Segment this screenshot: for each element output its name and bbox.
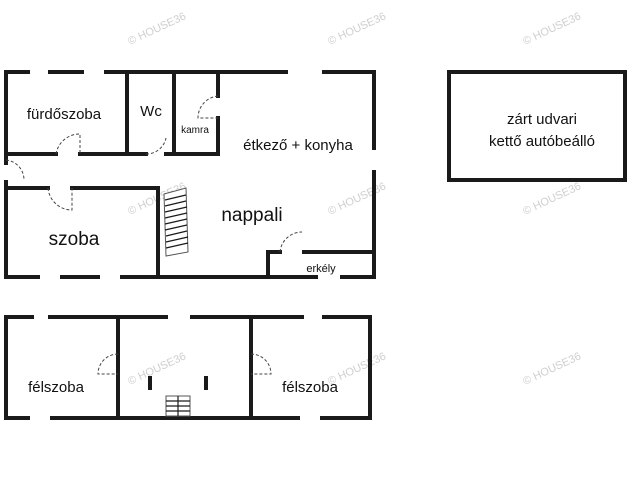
room-label-felszoba-left: félszoba xyxy=(28,379,85,396)
outer-wall xyxy=(4,315,372,420)
door-swing xyxy=(279,231,303,253)
watermark: © HOUSE36 xyxy=(126,10,188,47)
room-label-etkezo-konyha: étkező + konyha xyxy=(243,137,353,154)
door-swing xyxy=(97,353,119,375)
door-swing xyxy=(250,353,272,375)
garage-label-line2: kettő autóbeálló xyxy=(489,133,595,150)
room-label-erkely: erkély xyxy=(306,263,336,275)
stair-opening xyxy=(148,376,208,417)
garage: zárt udvari kettő autóbeálló xyxy=(447,70,627,182)
staircase xyxy=(163,187,189,257)
garage-label-line1: zárt udvari xyxy=(507,111,577,128)
room-label-kamra: kamra xyxy=(181,125,209,136)
watermark: © HOUSE36 xyxy=(326,180,388,217)
watermark: © HOUSE36 xyxy=(521,180,583,217)
watermark: © HOUSE36 xyxy=(326,10,388,47)
door-swing xyxy=(47,187,73,211)
room-label-furdoszoba: fürdőszoba xyxy=(27,106,102,123)
watermark: © HOUSE36 xyxy=(126,350,188,387)
room-label-wc: Wc xyxy=(140,103,162,120)
upper-floor: félszoba félszoba xyxy=(4,314,372,421)
door-swing xyxy=(197,95,219,119)
outer-wall xyxy=(447,70,627,182)
watermark: © HOUSE36 xyxy=(521,350,583,387)
door-swing xyxy=(5,159,25,181)
ground-floor: fürdőszoba Wc kamra étkező + konyha napp… xyxy=(3,69,377,280)
room-label-felszoba-right: félszoba xyxy=(282,379,339,396)
outer-wall xyxy=(4,70,376,279)
watermark: © HOUSE36 xyxy=(521,10,583,47)
door-swing xyxy=(55,133,81,155)
door-swing xyxy=(145,137,167,155)
watermarks: © HOUSE36 © HOUSE36 © HOUSE36 © HOUSE36 … xyxy=(126,10,583,387)
room-label-szoba: szoba xyxy=(49,229,100,250)
room-label-nappali: nappali xyxy=(221,205,282,226)
